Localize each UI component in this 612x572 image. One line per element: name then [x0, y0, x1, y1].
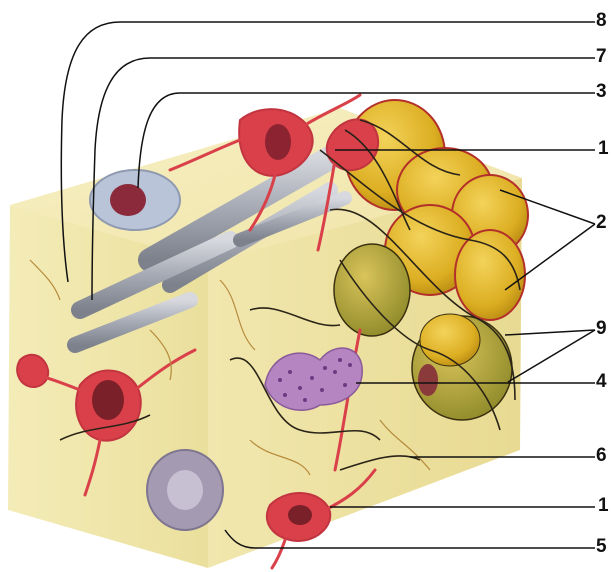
fibroblast-nucleus [265, 124, 291, 160]
callout-label-8: 8 [596, 11, 607, 31]
macrophage-nucleus [110, 184, 146, 216]
fibroblast-nucleus [92, 380, 124, 420]
adipocyte [334, 244, 410, 336]
callout-label-7: 7 [596, 47, 607, 67]
callout-label-3: 3 [596, 82, 607, 102]
lymphocyte-nucleus [167, 470, 203, 510]
callout-label-6: 6 [596, 446, 607, 466]
leader-line-9b [508, 330, 595, 382]
callout-label-1-bottom: 1 [598, 496, 609, 516]
adipocyte [455, 230, 525, 320]
callout-label-9: 9 [596, 319, 607, 339]
adipocyte-nucleus [418, 364, 438, 396]
callout-label-4: 4 [596, 372, 607, 392]
callout-label-5: 5 [596, 537, 607, 557]
fibroblast-nucleus [288, 505, 312, 525]
callout-label-2: 2 [596, 213, 607, 233]
callout-label-1-top: 1 [598, 139, 609, 159]
fibroblast [17, 355, 48, 387]
